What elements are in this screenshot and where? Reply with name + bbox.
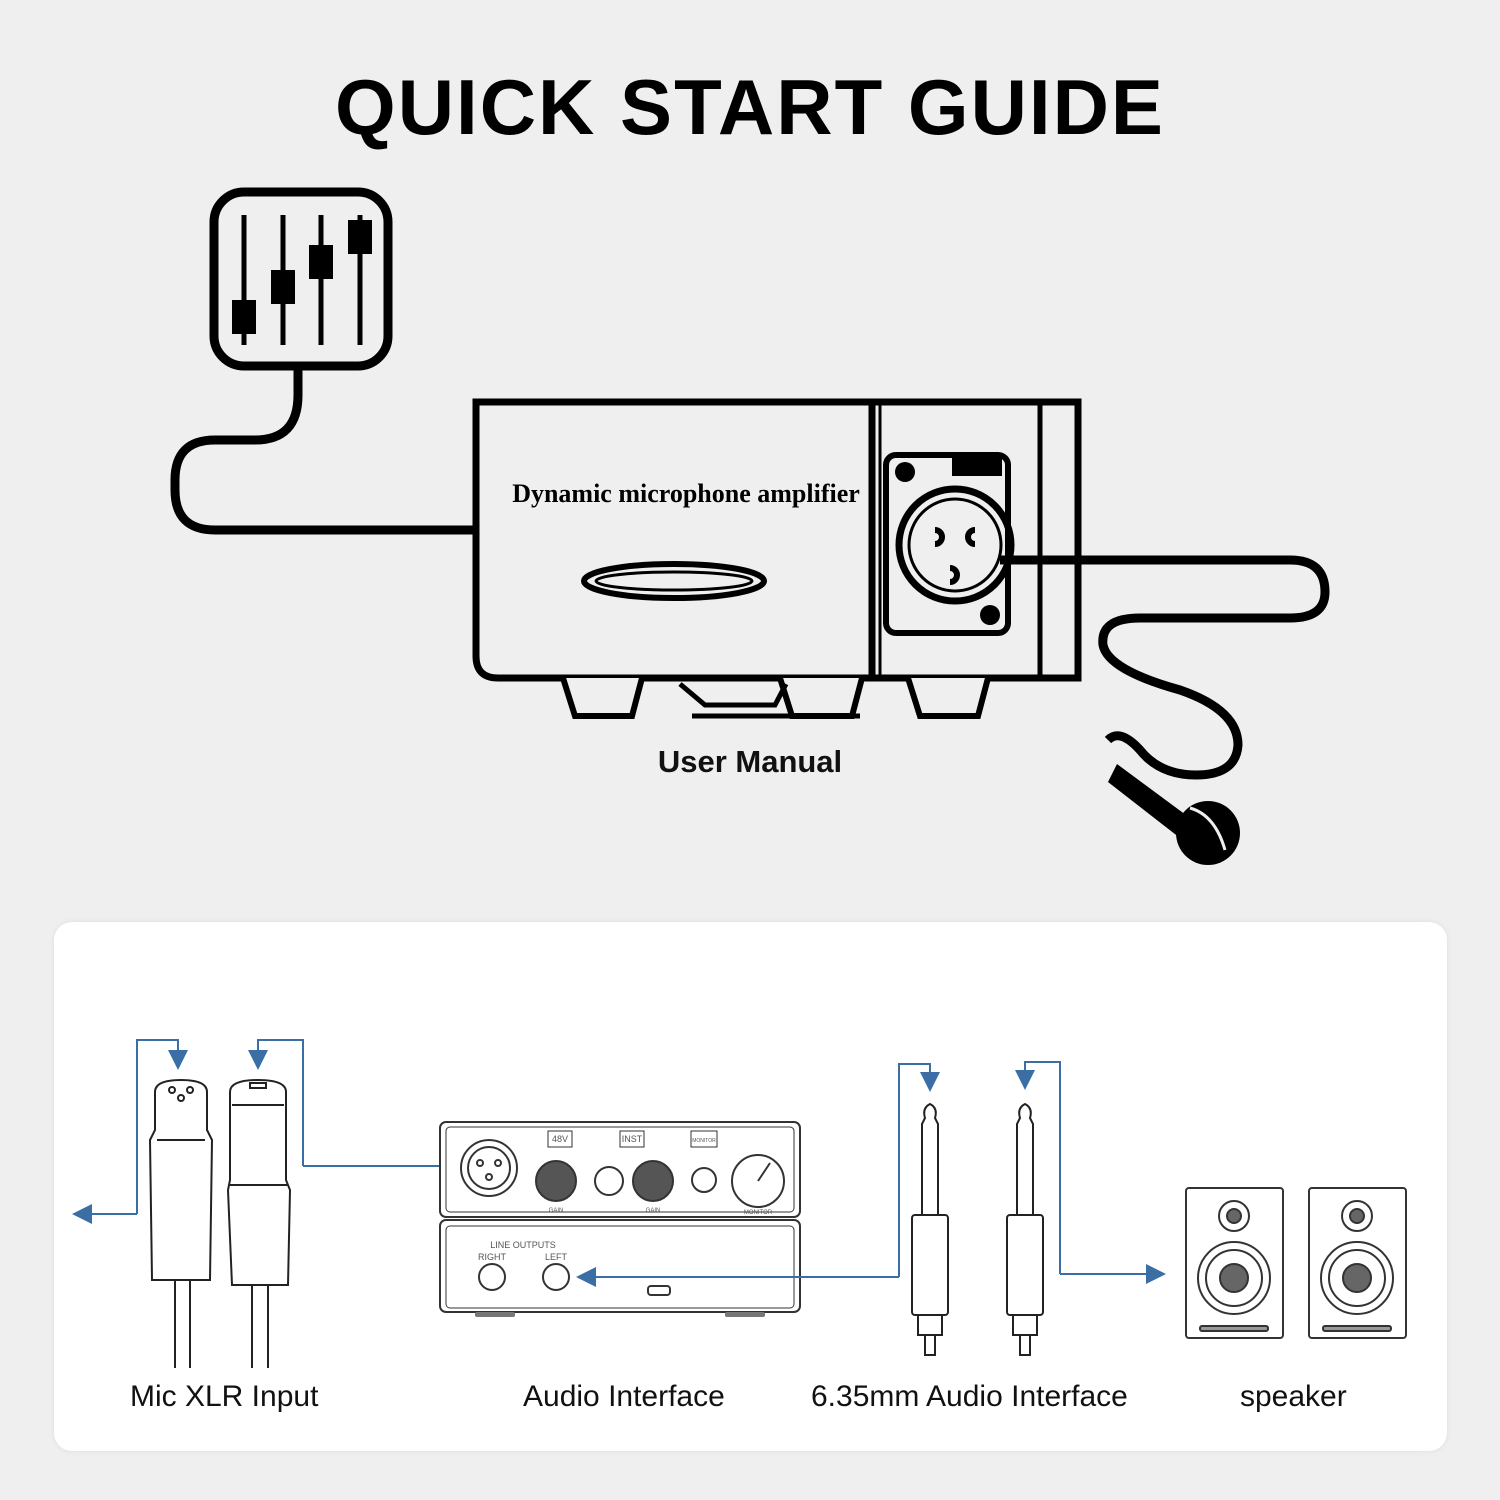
xlr-connector-icon [883, 452, 1015, 636]
label-right: RIGHT [478, 1252, 507, 1262]
label-line-outputs: LINE OUTPUTS [490, 1240, 556, 1250]
label-gain-1: GAIN [549, 1208, 564, 1214]
label-48v: 48V [552, 1134, 568, 1144]
device-label: Dynamic microphone amplifier [512, 479, 860, 508]
xlr-cable-male [226, 1078, 292, 1368]
microphone-icon [1108, 764, 1240, 865]
caption-mic-xlr: Mic XLR Input [130, 1380, 319, 1413]
user-manual-label: User Manual [657, 744, 843, 779]
label-gain-2: GAIN [646, 1208, 661, 1214]
amplifier-diagram: Dynamic microphone amplifier [170, 187, 1330, 865]
page-title: QUICK START GUIDE [335, 63, 1165, 151]
caption-jack: 6.35mm Audio Interface [811, 1380, 1128, 1413]
mixer-cable [170, 366, 476, 535]
xlr-cable-female [148, 1078, 214, 1368]
jack-arrows [576, 1061, 1166, 1287]
caption-speaker: speaker [1240, 1380, 1347, 1413]
label-left: LEFT [545, 1252, 568, 1262]
label-monitor-knob: MONITOR [744, 1210, 773, 1216]
speaker-icon [1308, 1187, 1407, 1339]
label-monitor: MONITOR [692, 1138, 716, 1144]
label-inst: INST [622, 1134, 643, 1144]
audio-interface-device [439, 1121, 801, 1317]
caption-audio-interface: Audio Interface [523, 1380, 725, 1413]
amplifier-device: Dynamic microphone amplifier [472, 398, 1082, 719]
xlr-arrows [72, 1039, 460, 1224]
mic-cable [1000, 555, 1330, 780]
jack-plug-icon [911, 1102, 1044, 1356]
speaker-icon [1185, 1187, 1284, 1339]
